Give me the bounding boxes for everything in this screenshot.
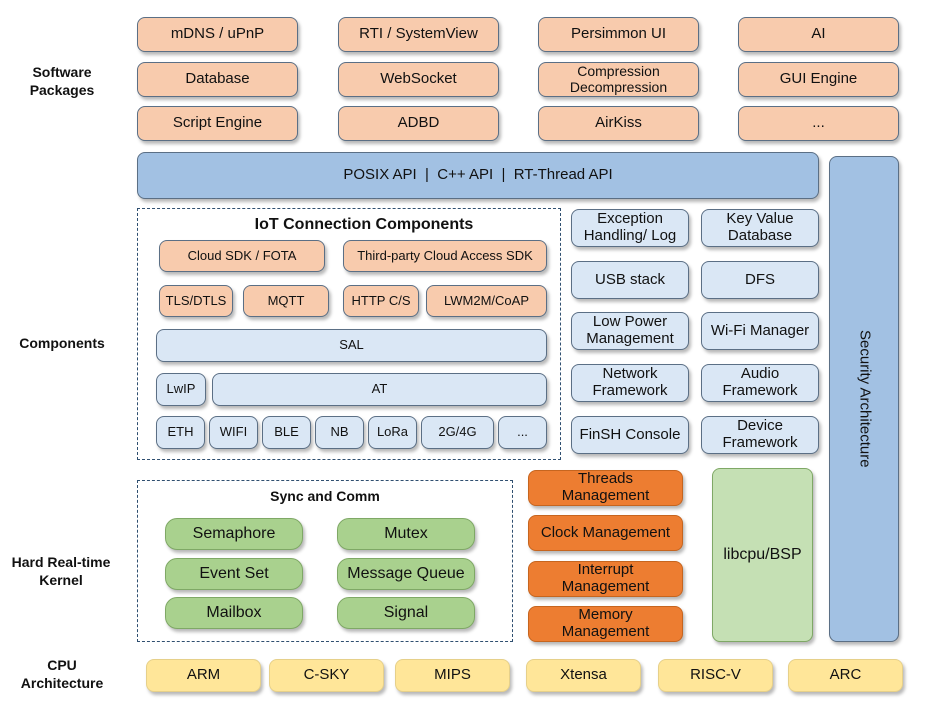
sync-comm-title: Sync and Comm bbox=[270, 488, 380, 504]
iot-link-nb: NB bbox=[315, 416, 364, 449]
sync-semaphore: Semaphore bbox=[165, 518, 303, 550]
layer-label-software-packages: Software Packages bbox=[29, 64, 95, 98]
iot-http-cs: HTTP C/S bbox=[343, 285, 419, 317]
layer-label-components: Components bbox=[19, 335, 105, 351]
comp-usb-stack: USB stack bbox=[571, 261, 689, 299]
iot-third-party-cloud-sdk: Third-party Cloud Access SDK bbox=[343, 240, 547, 272]
pkg-script-engine: Script Engine bbox=[137, 106, 298, 141]
comp-finsh-console: FinSH Console bbox=[571, 416, 689, 454]
cpu-xtensa: Xtensa bbox=[526, 659, 641, 692]
cpu-c-sky: C-SKY bbox=[269, 659, 384, 692]
iot-at: AT bbox=[212, 373, 547, 406]
iot-cloud-sdk-fota: Cloud SDK / FOTA bbox=[159, 240, 325, 272]
cpu-arc: ARC bbox=[788, 659, 903, 692]
pkg-websocket: WebSocket bbox=[338, 62, 499, 97]
iot-link-2g4g: 2G/4G bbox=[421, 416, 494, 449]
comp-low-power-management: Low Power Management bbox=[571, 312, 689, 350]
security-architecture: Security Architecture bbox=[829, 156, 899, 642]
pkg-gui-engine: GUI Engine bbox=[738, 62, 899, 97]
comp-exception-handling-log: Exception Handling/ Log bbox=[571, 209, 689, 247]
kernel-threads-management: Threads Management bbox=[528, 470, 683, 506]
libcpu-bsp: libcpu/BSP bbox=[712, 468, 813, 642]
iot-sal: SAL bbox=[156, 329, 547, 362]
pkg-more: ... bbox=[738, 106, 899, 141]
pkg-compression-decompression: Compression Decompression bbox=[538, 62, 699, 97]
kernel-clock-management: Clock Management bbox=[528, 515, 683, 551]
sync-signal: Signal bbox=[337, 597, 475, 629]
pkg-adbd: ADBD bbox=[338, 106, 499, 141]
iot-tls-dtls: TLS/DTLS bbox=[159, 285, 233, 317]
kernel-interrupt-management: Interrupt Management bbox=[528, 561, 683, 597]
comp-device-framework: Device Framework bbox=[701, 416, 819, 454]
sync-comm-group bbox=[137, 480, 513, 642]
pkg-rti-systemview: RTI / SystemView bbox=[338, 17, 499, 52]
comp-audio-framework: Audio Framework bbox=[701, 364, 819, 402]
iot-link-lora: LoRa bbox=[368, 416, 417, 449]
iot-lwip: LwIP bbox=[156, 373, 206, 406]
security-architecture-label: Security Architecture bbox=[856, 330, 874, 468]
iot-components-title: IoT Connection Components bbox=[254, 216, 474, 233]
api-bar: POSIX API | C++ API | RT-Thread API bbox=[137, 152, 819, 199]
comp-wifi-manager: Wi-Fi Manager bbox=[701, 312, 819, 350]
pkg-mdns-upnp: mDNS / uPnP bbox=[137, 17, 298, 52]
pkg-database: Database bbox=[137, 62, 298, 97]
cpu-mips: MIPS bbox=[395, 659, 510, 692]
iot-link-more: ... bbox=[498, 416, 547, 449]
cpu-arm: ARM bbox=[146, 659, 261, 692]
sync-message-queue: Message Queue bbox=[337, 558, 475, 590]
sync-event-set: Event Set bbox=[165, 558, 303, 590]
comp-network-framework: Network Framework bbox=[571, 364, 689, 402]
kernel-memory-management: Memory Management bbox=[528, 606, 683, 642]
layer-label-hard-real-time-kernel: Hard Real-time Kernel bbox=[11, 554, 111, 588]
layer-label-cpu-architecture: CPU Architecture bbox=[20, 657, 104, 691]
iot-link-ble: BLE bbox=[262, 416, 311, 449]
iot-components-group bbox=[137, 208, 561, 460]
comp-dfs: DFS bbox=[701, 261, 819, 299]
pkg-airkiss: AirKiss bbox=[538, 106, 699, 141]
sync-mailbox: Mailbox bbox=[165, 597, 303, 629]
sync-mutex: Mutex bbox=[337, 518, 475, 550]
iot-link-wifi: WIFI bbox=[209, 416, 258, 449]
iot-mqtt: MQTT bbox=[243, 285, 329, 317]
pkg-ai: AI bbox=[738, 17, 899, 52]
iot-link-eth: ETH bbox=[156, 416, 205, 449]
comp-key-value-database: Key Value Database bbox=[701, 209, 819, 247]
pkg-persimmon-ui: Persimmon UI bbox=[538, 17, 699, 52]
cpu-risc-v: RISC-V bbox=[658, 659, 773, 692]
iot-lwm2m-coap: LWM2M/CoAP bbox=[426, 285, 547, 317]
